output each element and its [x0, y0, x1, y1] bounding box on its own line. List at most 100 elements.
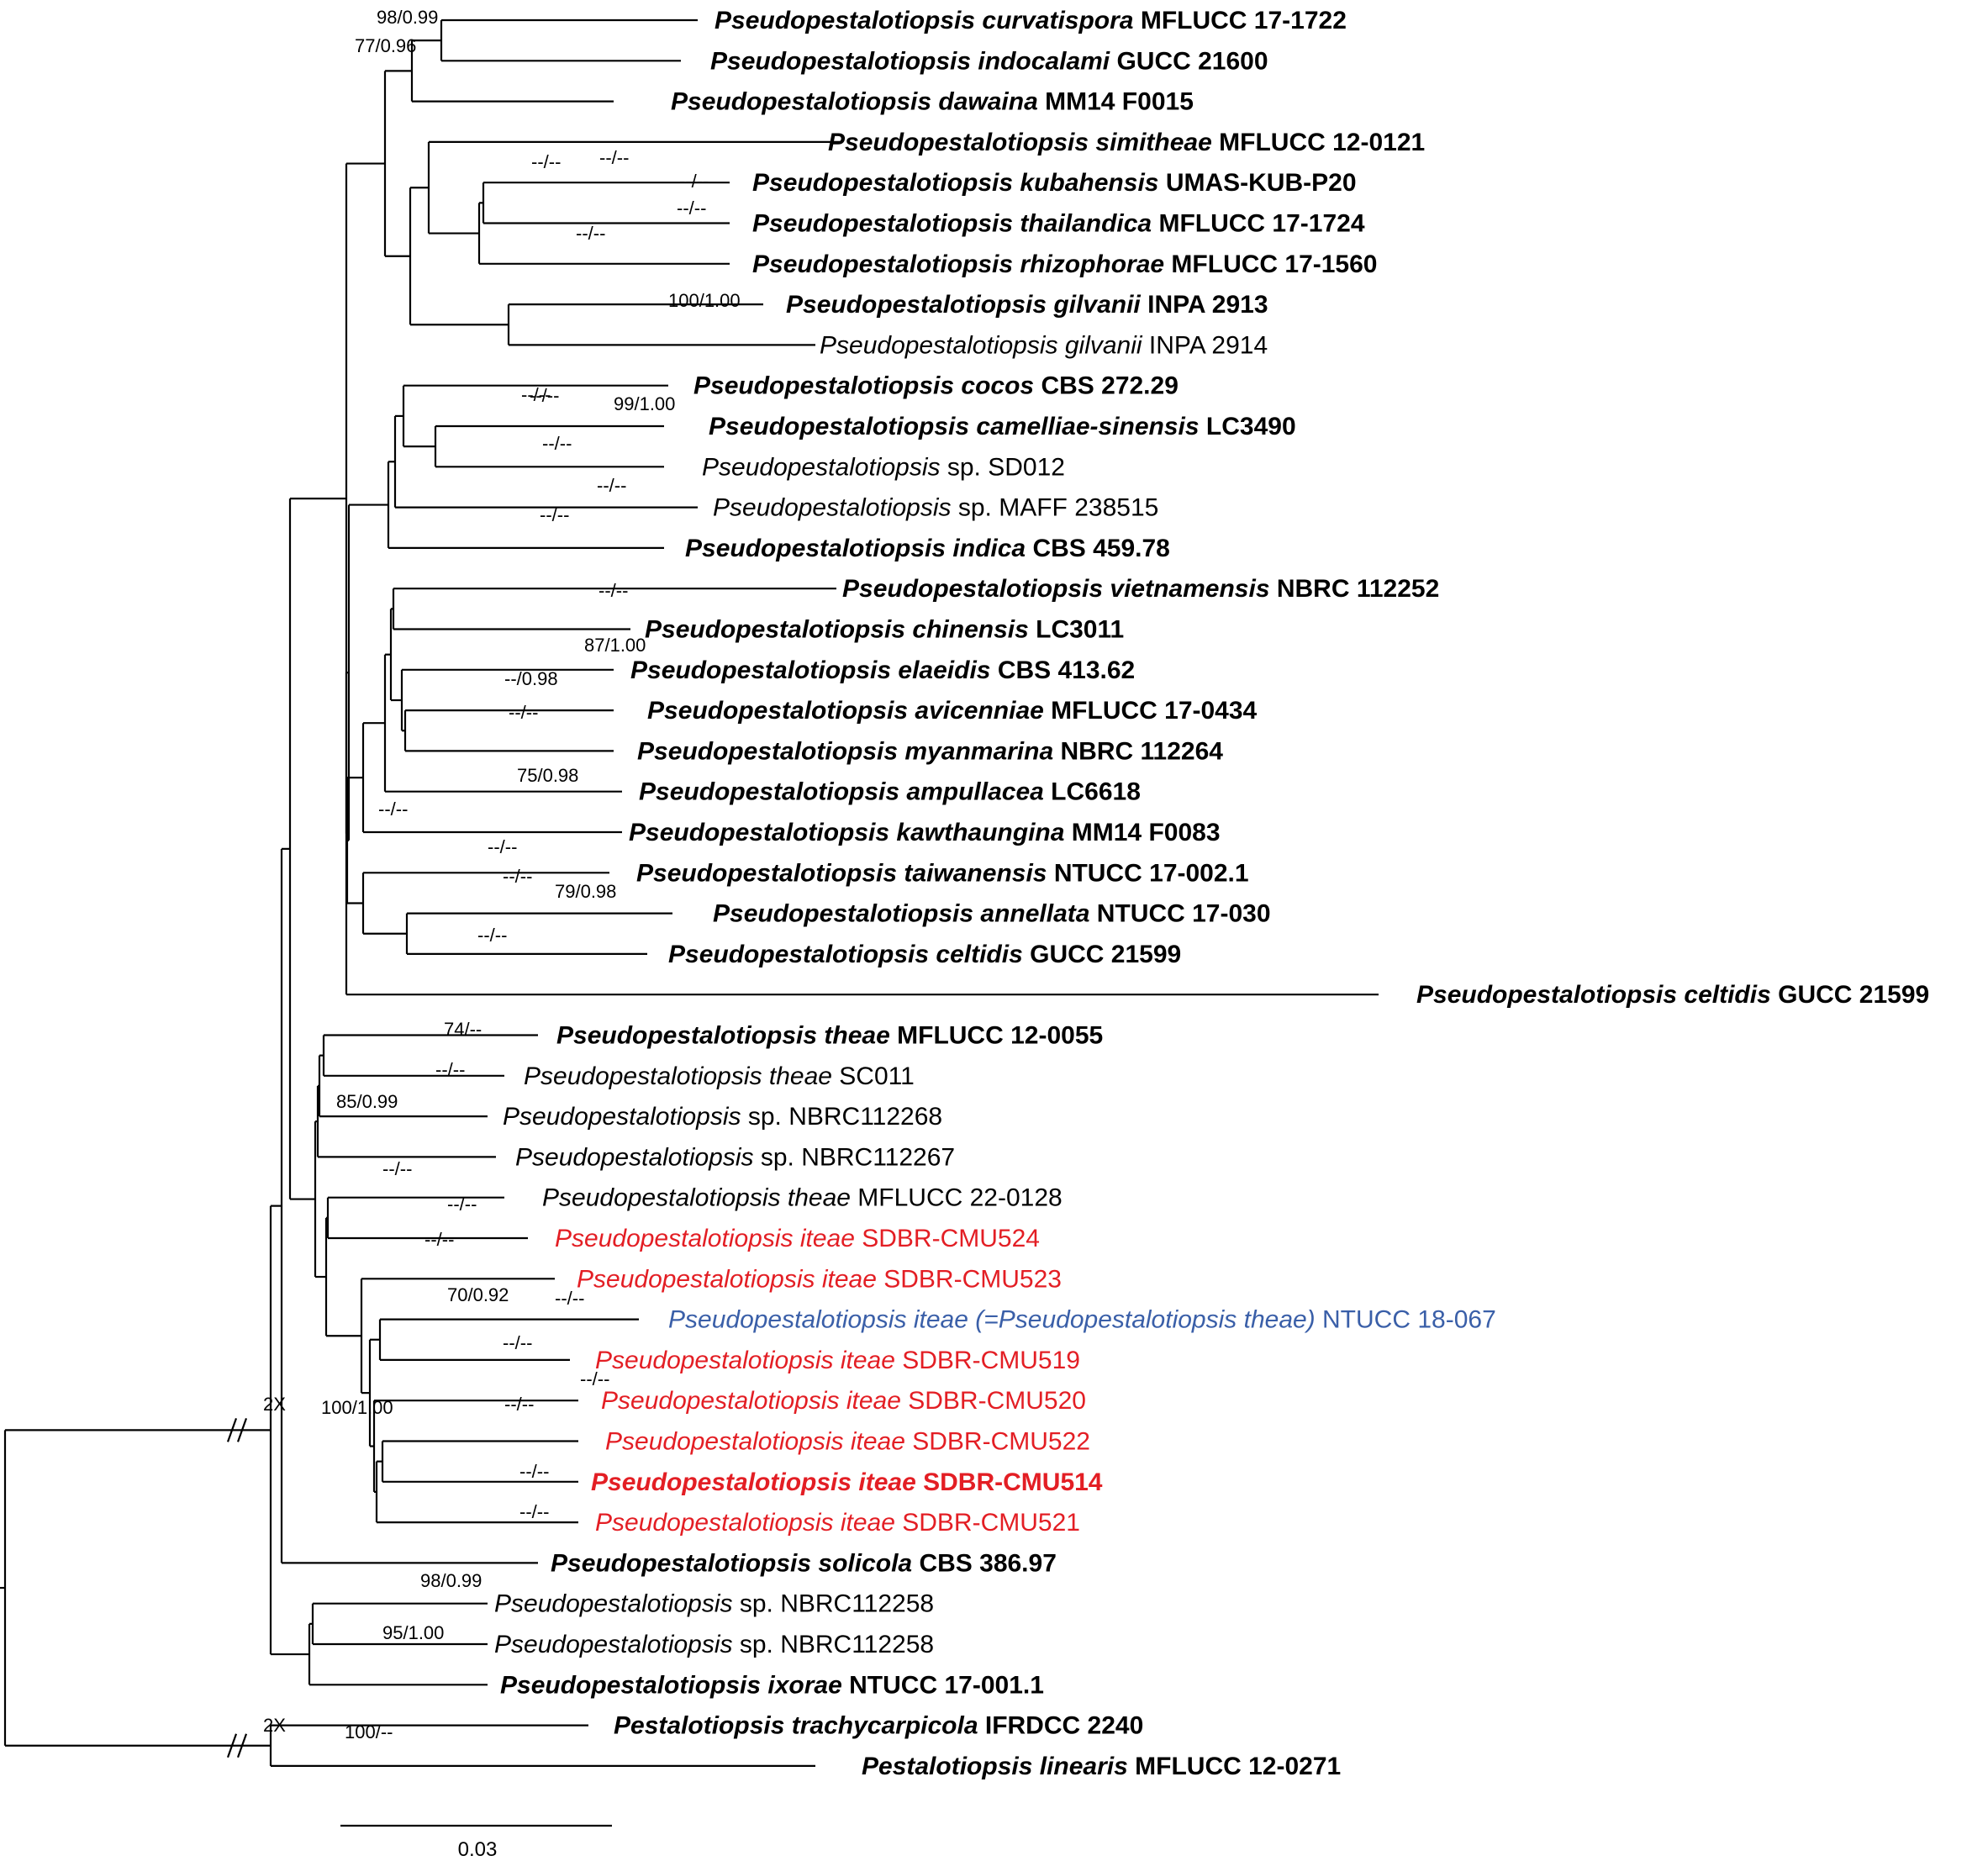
genus-name: Pseudopestalotiopsis — [702, 453, 947, 481]
species-epithet: kawthaungina — [896, 819, 1071, 846]
species-epithet: theae — [769, 1062, 839, 1090]
strain-code: NTUCC 17-030 — [1097, 900, 1271, 928]
tip-label: Pseudopestalotiopsis theae SC011 — [524, 1062, 915, 1090]
support-value: --/-- — [677, 198, 706, 219]
genus-name: Pseudopestalotiopsis — [842, 575, 1110, 603]
tip-label: Pseudopestalotiopsis myanmarina NBRC 112… — [637, 737, 1223, 765]
tip-label: Pseudopestalotiopsis sp. NBRC112268 — [503, 1103, 942, 1131]
support-value: 98/0.99 — [420, 1570, 482, 1591]
support-value: --/-- — [521, 384, 551, 405]
genus-name: Pseudopestalotiopsis — [671, 88, 938, 116]
support-value: --/-- — [540, 504, 569, 525]
tip-label: Pseudopestalotiopsis sp. SD012 — [702, 453, 1065, 481]
genus-name: Pseudopestalotiopsis — [668, 941, 936, 968]
strain-code: LC3490 — [1206, 413, 1296, 440]
tip-label: Pseudopestalotiopsis thailandica MFLUCC … — [752, 210, 1365, 238]
strain-code: IFRDCC 2240 — [985, 1712, 1143, 1740]
species-epithet: iteae (=Pseudopestalotiopsis theae) — [914, 1306, 1322, 1334]
tip-label: Pseudopestalotiopsis indocalami GUCC 216… — [710, 47, 1268, 75]
support-value: --/-- — [530, 385, 559, 406]
genus-name: Pseudopestalotiopsis — [647, 697, 915, 725]
species-epithet: taiwanensis — [904, 859, 1053, 887]
tip-label: Pseudopestalotiopsis curvatispora MFLUCC… — [715, 7, 1347, 34]
species-epithet: camelliae-sinensis — [976, 413, 1206, 440]
support-value: 85/0.99 — [336, 1091, 398, 1112]
tree-branches — [0, 18, 1379, 1827]
genus-name: Pseudopestalotiopsis — [595, 1347, 841, 1374]
species-epithet: cocos — [961, 372, 1041, 400]
genus-name: Pseudopestalotiopsis — [668, 1306, 914, 1334]
strain-code: INPA 2913 — [1147, 291, 1268, 319]
strain-code: SDBR-CMU521 — [902, 1509, 1080, 1537]
strain-code: MFLUCC 17-1722 — [1141, 7, 1347, 34]
support-value: --/-- — [382, 1158, 412, 1179]
genus-name: Pseudopestalotiopsis — [752, 169, 1020, 197]
tip-label: Pseudopestalotiopsis iteae SDBR-CMU521 — [595, 1509, 1080, 1537]
strain-code: NBRC 112264 — [1061, 737, 1224, 765]
species-epithet: iteae — [846, 1387, 908, 1415]
genus-name: Pseudopestalotiopsis — [709, 413, 976, 440]
genus-name: Pseudopestalotiopsis — [500, 1671, 767, 1699]
tip-label: Pseudopestalotiopsis avicenniae MFLUCC 1… — [647, 697, 1258, 725]
support-value: --/-- — [580, 1368, 609, 1389]
strain-code: sp. NBRC112268 — [748, 1103, 942, 1131]
support-value: --/-- — [597, 475, 626, 496]
tip-label: Pseudopestalotiopsis celtidis GUCC 21599 — [668, 941, 1181, 968]
genus-name: Pseudopestalotiopsis — [551, 1549, 818, 1577]
support-value: 100/1.00 — [668, 290, 741, 311]
tip-label: Pseudopestalotiopsis indica CBS 459.78 — [685, 535, 1170, 562]
tip-label: Pseudopestalotiopsis camelliae-sinensis … — [709, 413, 1296, 440]
support-value: --/-- — [599, 580, 628, 601]
genus-name: Pseudopestalotiopsis — [639, 778, 906, 806]
tip-label: Pseudopestalotiopsis elaeidis CBS 413.62 — [630, 656, 1135, 684]
tip-label: Pseudopestalotiopsis rhizophorae MFLUCC … — [752, 250, 1378, 278]
support-value: 79/0.98 — [555, 881, 616, 902]
tip-label: Pestalotiopsis trachycarpicola IFRDCC 22… — [614, 1712, 1143, 1740]
tip-label: Pseudopestalotiopsis simitheae MFLUCC 12… — [828, 129, 1425, 156]
support-value: --/-- — [378, 799, 408, 820]
species-epithet: iteae — [851, 1428, 912, 1456]
species-epithet: simitheae — [1095, 129, 1219, 156]
support-value: --/-- — [447, 1194, 477, 1215]
species-epithet: celtidis — [1684, 981, 1778, 1009]
support-value: 100/1.00 — [321, 1397, 393, 1418]
strain-code: SDBR-CMU519 — [902, 1347, 1080, 1374]
species-epithet: iteae — [858, 1468, 923, 1496]
scale-bar-label: 0.03 — [458, 1838, 498, 1861]
species-epithet: indica — [952, 535, 1032, 562]
strain-code: sp. NBRC112258 — [740, 1631, 934, 1658]
genus-name: Pseudopestalotiopsis — [752, 210, 1020, 238]
strain-code: MFLUCC 12-0121 — [1219, 129, 1425, 156]
support-value: --/-- — [509, 702, 538, 723]
genus-name: Pseudopestalotiopsis — [685, 535, 952, 562]
species-epithet: gilvanii — [1065, 331, 1149, 359]
genus-name: Pseudopestalotiopsis — [556, 1022, 824, 1050]
strain-code: MFLUCC 12-0055 — [897, 1022, 1103, 1050]
genus-name: Pseudopestalotiopsis — [637, 737, 904, 765]
species-epithet: celtidis — [936, 941, 1030, 968]
genus-name: Pseudopestalotiopsis — [503, 1103, 748, 1131]
genus-name: Pseudopestalotiopsis — [752, 250, 1020, 278]
species-epithet: kubahensis — [1020, 169, 1165, 197]
tip-label: Pestalotiopsis linearis MFLUCC 12-0271 — [862, 1753, 1341, 1780]
strain-code: CBS 386.97 — [919, 1549, 1056, 1577]
genus-name: Pseudopestalotiopsis — [515, 1143, 761, 1171]
support-value: 74/-- — [444, 1019, 482, 1040]
strain-code: SDBR-CMU514 — [923, 1468, 1103, 1496]
species-epithet: iteae — [841, 1347, 902, 1374]
tip-label: Pseudopestalotiopsis kawthaungina MM14 F… — [629, 819, 1221, 846]
tip-label: Pseudopestalotiopsis gilvanii INPA 2913 — [786, 291, 1268, 319]
genus-name: Pseudopestalotiopsis — [713, 494, 958, 522]
branch-break-label: 2X — [263, 1394, 286, 1415]
genus-name: Pseudopestalotiopsis — [524, 1062, 769, 1090]
species-epithet: iteae — [822, 1265, 883, 1293]
strain-code: SDBR-CMU524 — [862, 1225, 1040, 1252]
tip-label: Pseudopestalotiopsis kubahensis UMAS-KUB… — [752, 169, 1357, 197]
tip-labels: Pseudopestalotiopsis curvatispora MFLUCC… — [494, 7, 1929, 1780]
species-epithet: rhizophorae — [1020, 250, 1171, 278]
species-epithet: elaeidis — [898, 656, 997, 684]
support-value: --/-- — [503, 1332, 532, 1353]
genus-name: Pseudopestalotiopsis — [542, 1184, 788, 1212]
tip-label: Pseudopestalotiopsis iteae SDBR-CMU519 — [595, 1347, 1080, 1374]
tip-label: Pseudopestalotiopsis sp. NBRC112267 — [515, 1143, 955, 1171]
